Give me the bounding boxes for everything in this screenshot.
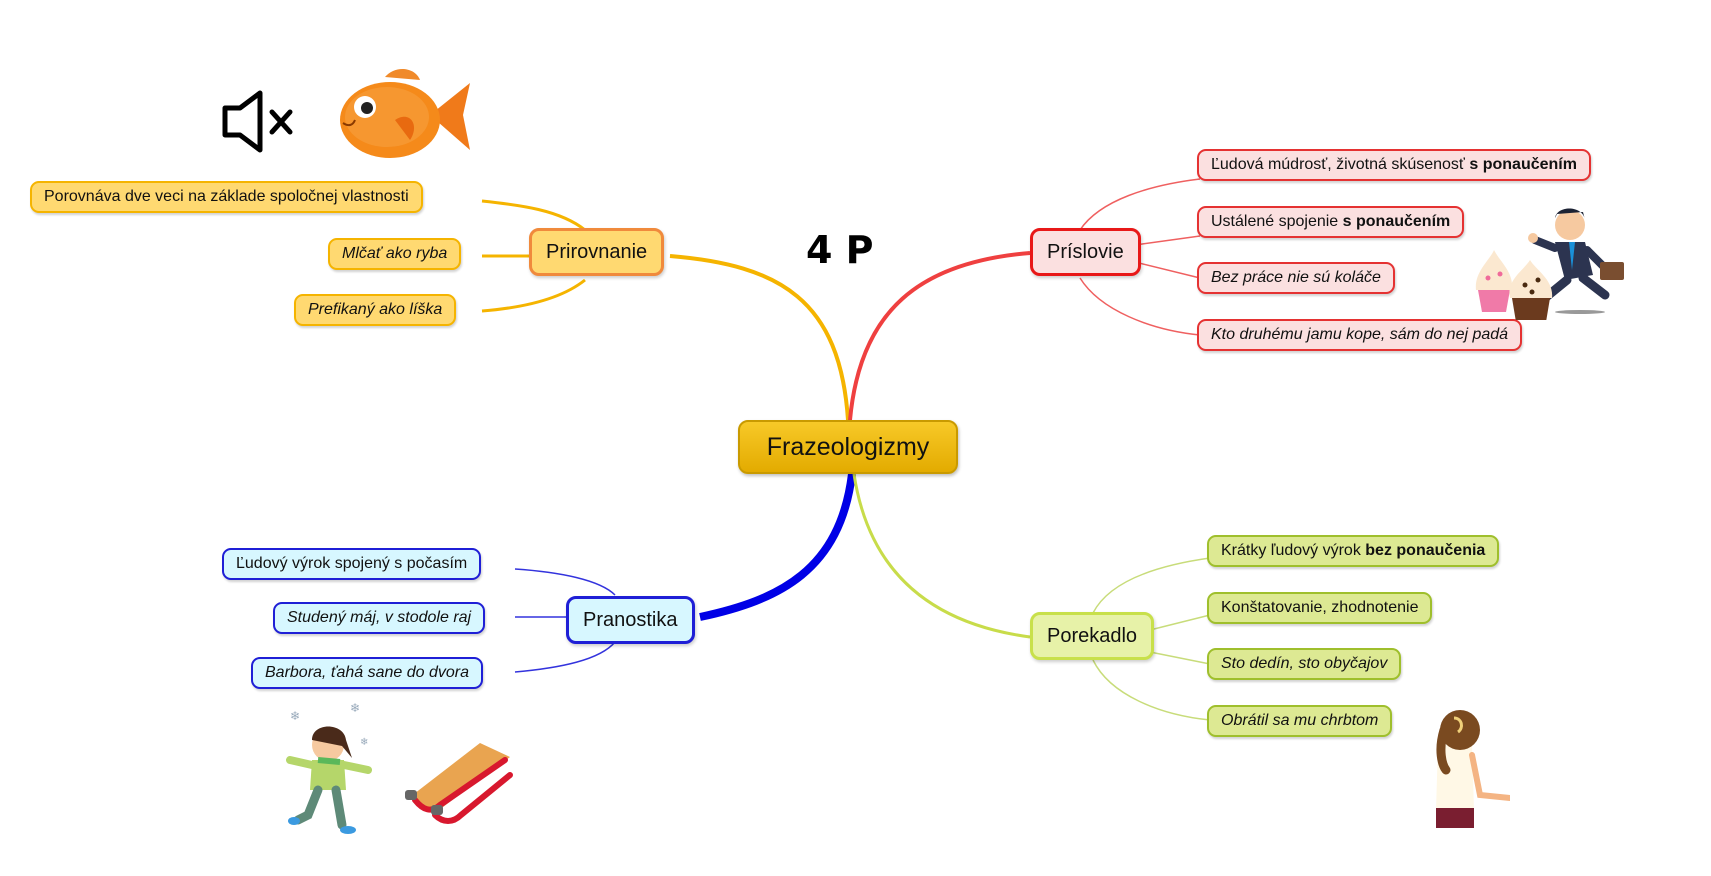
sled-icon — [405, 743, 513, 824]
link-prislovie-leaf-4 — [1079, 277, 1201, 336]
link-porekadlo-leaf-3 — [1149, 651, 1211, 665]
link-prislovie-leaf-1 — [1079, 178, 1201, 231]
branch-prislovie[interactable]: Príslovie — [1030, 228, 1141, 276]
svg-text:❄: ❄ — [360, 737, 368, 748]
link-central-pranostika — [699, 473, 856, 621]
link-prislovie-leaf-2 — [1134, 235, 1201, 246]
link-prirovnanie-leaf-1 — [481, 199, 586, 232]
link-central-porekadlo — [852, 473, 1031, 639]
link-central-prislovie — [848, 251, 1031, 421]
leaf-pranostika-example-1[interactable]: Studený máj, v stodole raj — [273, 602, 486, 634]
leaf-text: Ustálené spojenie — [1211, 213, 1339, 230]
girl-in-snow-icon: ❄ ❄ ❄ — [286, 701, 372, 834]
leaf-text: Ľudová múdrosť, životná skúsenosť — [1211, 156, 1465, 173]
link-porekadlo-leaf-1 — [1092, 557, 1211, 614]
link-central-prirovnanie — [669, 254, 850, 421]
leaf-text: Krátky ľudový výrok — [1221, 542, 1361, 559]
link-prislovie-leaf-3 — [1134, 261, 1201, 279]
leaf-pranostika-definition[interactable]: Ľudový výrok spojený s počasím — [222, 548, 482, 580]
leaf-bold-text: s ponaučením — [1469, 156, 1577, 173]
leaf-porekadlo-description[interactable]: Konštatovanie, zhodnotenie — [1207, 592, 1433, 624]
leaf-porekadlo-definition[interactable]: Krátky ľudový výrok bez ponaučenia — [1207, 535, 1500, 567]
branch-porekadlo[interactable]: Porekadlo — [1030, 612, 1155, 660]
goldfish-icon — [340, 69, 470, 158]
cupcakes-icon — [1475, 250, 1553, 320]
branch-pranostika[interactable]: Pranostika — [566, 596, 695, 644]
leaf-prirovnanie-definition[interactable]: Porovnáva dve veci na základe spoločnej … — [30, 181, 423, 213]
mute-speaker-icon — [222, 90, 293, 153]
branch-prirovnanie[interactable]: Prirovnanie — [529, 228, 665, 276]
leaf-porekadlo-example-1[interactable]: Sto dedín, sto obyčajov — [1207, 648, 1402, 680]
leaf-prislovie-example-1[interactable]: Bez práce nie sú koláče — [1197, 262, 1395, 294]
mindmap-title: 4 P — [806, 228, 874, 272]
leaf-bold-text: s ponaučením — [1342, 213, 1451, 230]
leaf-prirovnanie-example-1[interactable]: Mlčať ako ryba — [328, 238, 462, 270]
link-prirovnanie-leaf-3 — [481, 278, 586, 313]
girl-turned-back-icon — [1436, 710, 1510, 828]
link-pranostika-leaf-3 — [514, 641, 616, 673]
leaf-prislovie-example-2[interactable]: Kto druhému jamu kope, sám do nej padá — [1197, 319, 1523, 351]
link-porekadlo-leaf-2 — [1149, 614, 1211, 631]
link-porekadlo-leaf-4 — [1092, 659, 1211, 721]
link-pranostika-leaf-1 — [514, 568, 616, 596]
leaf-prislovie-description[interactable]: Ustálené spojenie s ponaučením — [1197, 206, 1465, 238]
leaf-bold-text: bez ponaučenia — [1365, 542, 1486, 559]
leaf-prislovie-definition[interactable]: Ľudová múdrosť, životná skúsenosť s pona… — [1197, 149, 1591, 181]
leaf-pranostika-example-2[interactable]: Barbora, ťahá sane do dvora — [251, 657, 484, 689]
svg-text:❄: ❄ — [290, 709, 300, 723]
svg-text:❄: ❄ — [350, 701, 360, 715]
central-node[interactable]: Frazeologizmy — [738, 420, 958, 474]
leaf-porekadlo-example-2[interactable]: Obrátil sa mu chrbtom — [1207, 705, 1393, 737]
leaf-prirovnanie-example-2[interactable]: Prefikaný ako líška — [294, 294, 457, 326]
